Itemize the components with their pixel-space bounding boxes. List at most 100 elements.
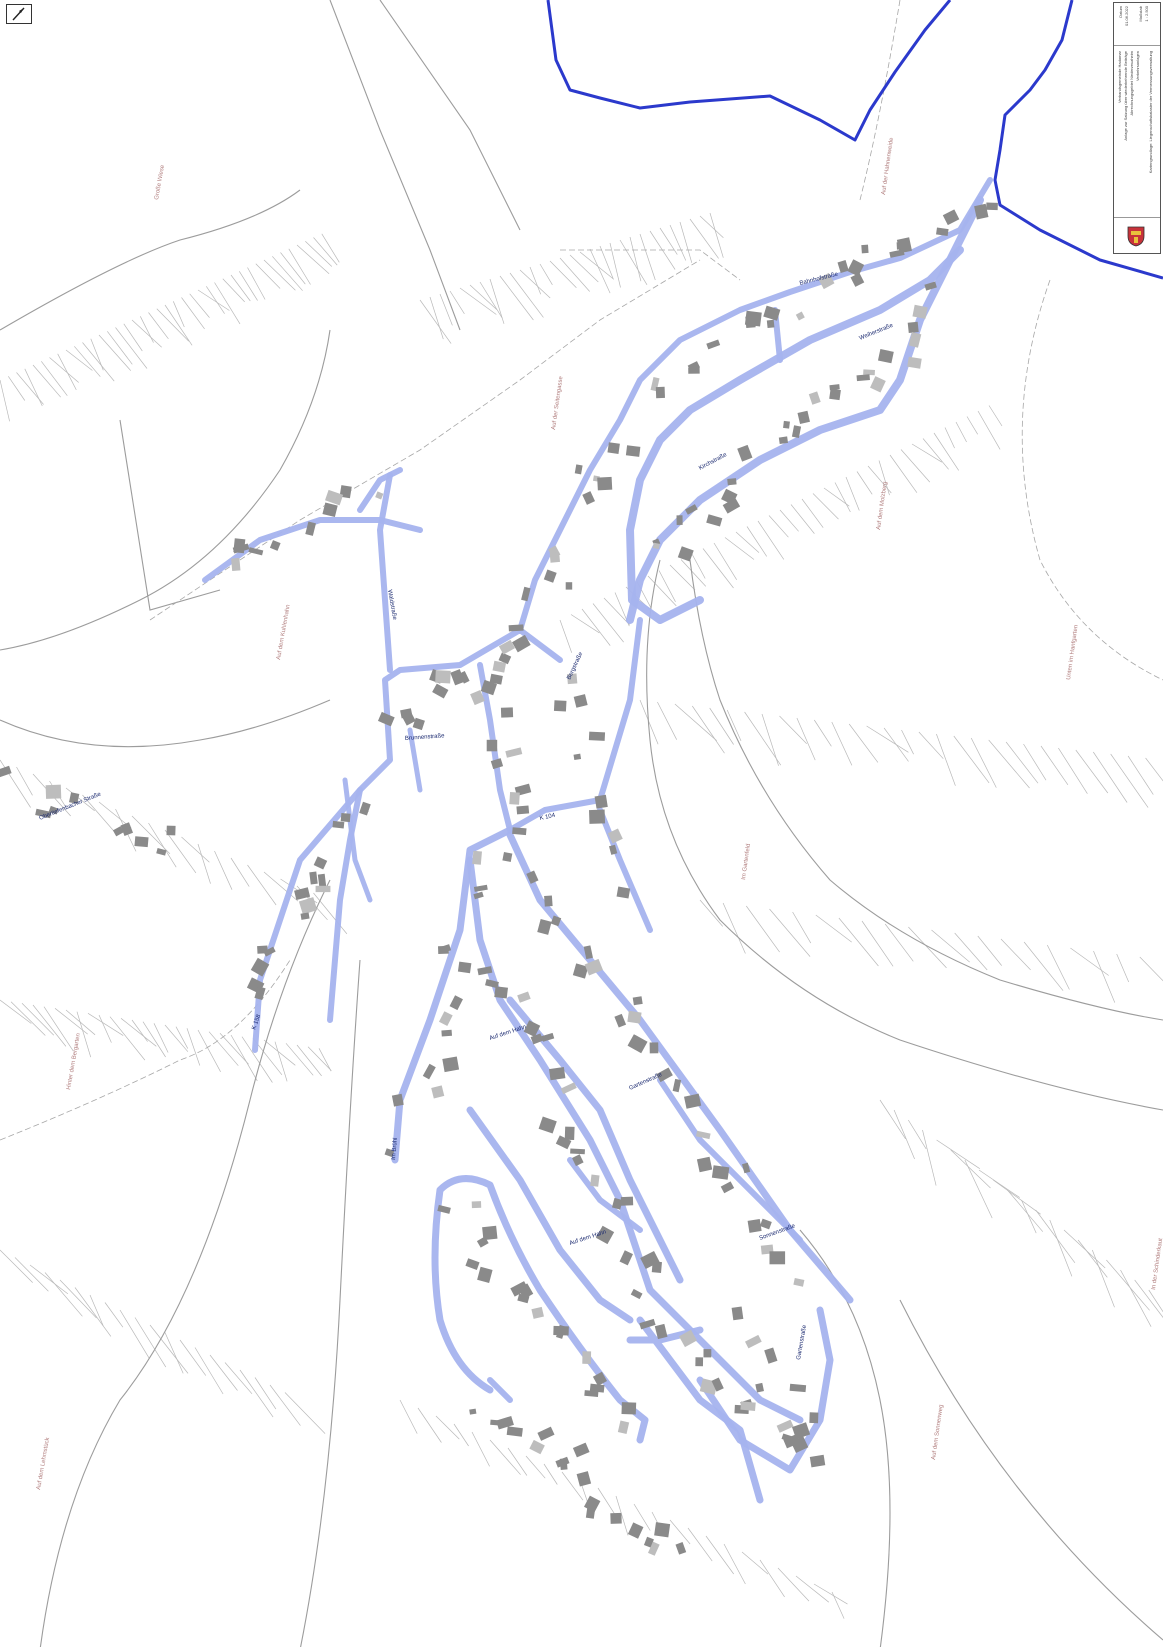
parcel-line: [65, 787, 95, 812]
building: [850, 272, 865, 287]
parcel-line: [669, 564, 696, 591]
building: [523, 1020, 541, 1038]
parcel-line: [194, 1347, 224, 1395]
parcel-line: [589, 248, 611, 294]
building: [269, 540, 281, 551]
building: [647, 1541, 660, 1556]
legend-scale-label: Maßstab: [1138, 6, 1143, 22]
parcel-line: [831, 721, 853, 766]
building: [471, 1201, 482, 1209]
building: [512, 827, 527, 836]
building: [549, 1067, 566, 1081]
building: [567, 673, 578, 685]
building: [711, 1377, 724, 1392]
parcel-line: [208, 1031, 239, 1066]
parcel-line: [569, 254, 599, 283]
parcel-line: [669, 1519, 691, 1545]
highlighted-roads[interactable]: [202, 177, 993, 1504]
building: [544, 895, 553, 907]
building: [300, 912, 310, 920]
building-footprints: [0, 202, 998, 1556]
street-label: Im Brühl: [391, 1137, 399, 1160]
building: [322, 502, 338, 518]
parcel-line: [992, 1179, 1041, 1215]
parcel-line: [831, 1591, 845, 1619]
parcel-line: [296, 1044, 322, 1077]
building: [35, 808, 52, 819]
building: [695, 1130, 711, 1140]
parcel-line: [219, 1033, 249, 1065]
parcel-line: [838, 917, 879, 967]
legend-date-value: 01.06.2022: [1124, 6, 1129, 27]
building: [449, 995, 463, 1011]
parcel-line: [1077, 1239, 1108, 1278]
building: [818, 272, 835, 290]
parcel-line: [449, 290, 465, 314]
building: [477, 966, 493, 976]
parcel-line: [230, 274, 251, 302]
parcel-line: [419, 299, 452, 344]
parcel-line: [189, 293, 210, 318]
building: [412, 717, 425, 731]
building: [720, 1181, 735, 1194]
parcel-line: [768, 515, 789, 538]
parcel-line: [107, 331, 133, 365]
parcel-line: [615, 1495, 629, 1536]
parcel-line: [559, 257, 590, 292]
building: [537, 919, 552, 935]
building: [529, 1439, 545, 1455]
parcel-line: [988, 739, 1030, 789]
parcel-line: [131, 319, 162, 348]
field-label: Im Gartenfeld: [741, 843, 752, 880]
building: [496, 1415, 514, 1430]
parcel-line: [230, 1034, 258, 1082]
parcel-line: [175, 1026, 189, 1049]
parcel-line: [713, 542, 737, 580]
parcel-line: [115, 327, 148, 369]
parcel-line: [1070, 947, 1109, 976]
parcel-line: [1127, 755, 1154, 795]
parcel-line: [87, 1013, 124, 1036]
parcel-line: [883, 727, 909, 762]
parcel-line: [41, 361, 68, 396]
building: [572, 963, 589, 979]
building: [789, 1383, 807, 1393]
parcel-line: [1007, 1189, 1044, 1232]
parcel-line: [702, 548, 734, 589]
building: [473, 884, 488, 892]
building: [437, 1204, 451, 1214]
parcel-line: [741, 1551, 769, 1575]
field-label: Auf der Seitengasse: [551, 375, 565, 430]
parcel-line: [164, 829, 197, 874]
building: [69, 792, 80, 804]
field-label: Auf dem Sonnenweg: [931, 1404, 945, 1460]
building: [254, 986, 266, 1001]
parcel-line: [479, 281, 503, 319]
building: [627, 1010, 642, 1024]
building: [829, 388, 841, 401]
building: [861, 244, 869, 254]
legend-scale-value: 1 : 2.500: [1144, 6, 1149, 22]
building: [640, 1250, 660, 1269]
parcel-line: [98, 1014, 112, 1043]
building: [573, 753, 582, 761]
parcel-line: [812, 493, 839, 520]
parcel-line: [296, 244, 330, 274]
parcel-line: [639, 699, 659, 745]
building: [543, 569, 557, 583]
parcel-line: [757, 520, 785, 560]
parcel-line: [247, 267, 266, 300]
parcel-line: [543, 1463, 558, 1485]
parcel-line: [950, 1149, 991, 1189]
parcel-line: [629, 236, 642, 282]
parcel-line: [908, 1119, 927, 1150]
parcel-line: [977, 935, 1002, 966]
building: [795, 311, 805, 321]
parcel-line: [459, 287, 497, 315]
parcel-line: [722, 902, 746, 954]
building: [45, 784, 62, 799]
parcel-line: [269, 1384, 301, 1426]
building: [676, 515, 683, 525]
